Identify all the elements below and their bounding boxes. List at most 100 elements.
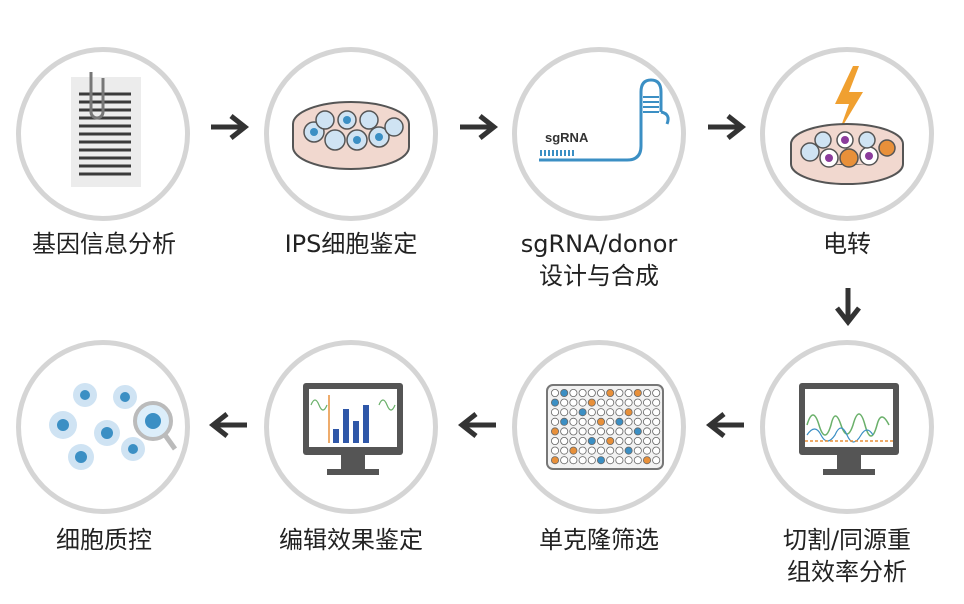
plate-well — [652, 389, 661, 398]
plate-well — [569, 398, 578, 407]
plate-well — [652, 456, 661, 465]
plate-well — [597, 398, 606, 407]
plate-well — [643, 437, 652, 446]
plate-well — [569, 446, 578, 455]
plate-well — [587, 408, 596, 417]
plate-well — [606, 408, 615, 417]
plate-well — [615, 417, 624, 426]
plate-well — [643, 417, 652, 426]
step-circle-sgrna: sgRNA — [512, 47, 686, 221]
plate-well — [597, 437, 606, 446]
plate-well — [633, 398, 642, 407]
plate-well — [624, 389, 633, 398]
plate-well — [587, 437, 596, 446]
plate-well — [587, 389, 596, 398]
plate-well — [633, 446, 642, 455]
plate-well — [597, 389, 606, 398]
plate-well — [569, 427, 578, 436]
plate-well — [560, 437, 569, 446]
plate-well — [551, 427, 560, 436]
step-label-qc: 细胞质控 — [56, 526, 152, 554]
plate-well — [652, 446, 661, 455]
plate-well — [578, 417, 587, 426]
step-label-clone: 单克隆筛选 — [539, 526, 659, 554]
plate-well — [551, 446, 560, 455]
plate-well — [578, 427, 587, 436]
step-circle-ips — [264, 47, 438, 221]
plate-well — [606, 446, 615, 455]
plate-well — [551, 389, 560, 398]
step-label-ips: IPS细胞鉴定 — [284, 230, 418, 258]
plate-well — [643, 408, 652, 417]
plate-well — [615, 427, 624, 436]
plate-well — [615, 456, 624, 465]
arrow-right-icon — [211, 114, 249, 140]
arrow-left-icon — [706, 412, 744, 438]
plate-well — [587, 427, 596, 436]
step-circle-qc — [16, 340, 190, 514]
document-icon — [71, 72, 141, 187]
plate-well — [587, 417, 596, 426]
step-label-electro: 电转 — [823, 230, 871, 258]
plate-well — [643, 427, 652, 436]
plate-well — [597, 456, 606, 465]
plate-well — [615, 446, 624, 455]
plate-well — [597, 427, 606, 436]
arrow-down-icon — [835, 288, 861, 326]
plate-well — [624, 398, 633, 407]
arrow-left-icon — [458, 412, 496, 438]
plate-well — [633, 417, 642, 426]
plate-well — [606, 417, 615, 426]
step-label-cut-line1: 切割/同源重 — [782, 526, 912, 554]
plate-well — [569, 389, 578, 398]
electroporation-icon — [790, 66, 904, 185]
plate-well — [569, 437, 578, 446]
step-label-cut-line2: 组效率分析 — [787, 558, 907, 586]
plate-well — [643, 398, 652, 407]
plate-well — [597, 446, 606, 455]
plate-well — [587, 398, 596, 407]
plate-well — [615, 437, 624, 446]
plate-well — [624, 446, 633, 455]
plate-well — [633, 437, 642, 446]
step-label-edit: 编辑效果鉴定 — [279, 526, 423, 554]
step-circle-cut-analysis — [760, 340, 934, 514]
arrow-left-icon — [209, 412, 247, 438]
plate-well — [606, 437, 615, 446]
plate-well — [560, 446, 569, 455]
plate-well — [652, 398, 661, 407]
plate-well — [615, 389, 624, 398]
step-circle-gene-info — [16, 47, 190, 221]
step-circle-edit — [264, 340, 438, 514]
monitor-chromatogram-icon — [799, 383, 899, 475]
plate-well — [643, 456, 652, 465]
step-label-gene-info: 基因信息分析 — [32, 230, 176, 258]
plate-well — [569, 417, 578, 426]
plate-well — [652, 417, 661, 426]
plate-well — [569, 408, 578, 417]
cells-magnifier-icon — [49, 383, 178, 470]
paperclip-icon — [89, 72, 105, 120]
plate-well — [643, 389, 652, 398]
plate-well — [551, 408, 560, 417]
plate-well — [652, 437, 661, 446]
plate-well — [551, 417, 560, 426]
plate-well — [624, 417, 633, 426]
plate-well — [633, 456, 642, 465]
plate-well — [615, 398, 624, 407]
plate-well — [578, 446, 587, 455]
plate-well — [652, 408, 661, 417]
plate-well — [633, 408, 642, 417]
plate-well — [560, 398, 569, 407]
plate-well — [551, 456, 560, 465]
plate-well — [587, 446, 596, 455]
sgrna-icon: sgRNA — [539, 78, 670, 162]
plate-well — [606, 389, 615, 398]
arrow-right-icon — [708, 114, 746, 140]
plate-well — [560, 417, 569, 426]
plate-well — [606, 427, 615, 436]
plate-well — [578, 408, 587, 417]
arrow-right-icon — [460, 114, 498, 140]
plate-well — [643, 446, 652, 455]
sgrna-inner-label: sgRNA — [545, 130, 589, 145]
